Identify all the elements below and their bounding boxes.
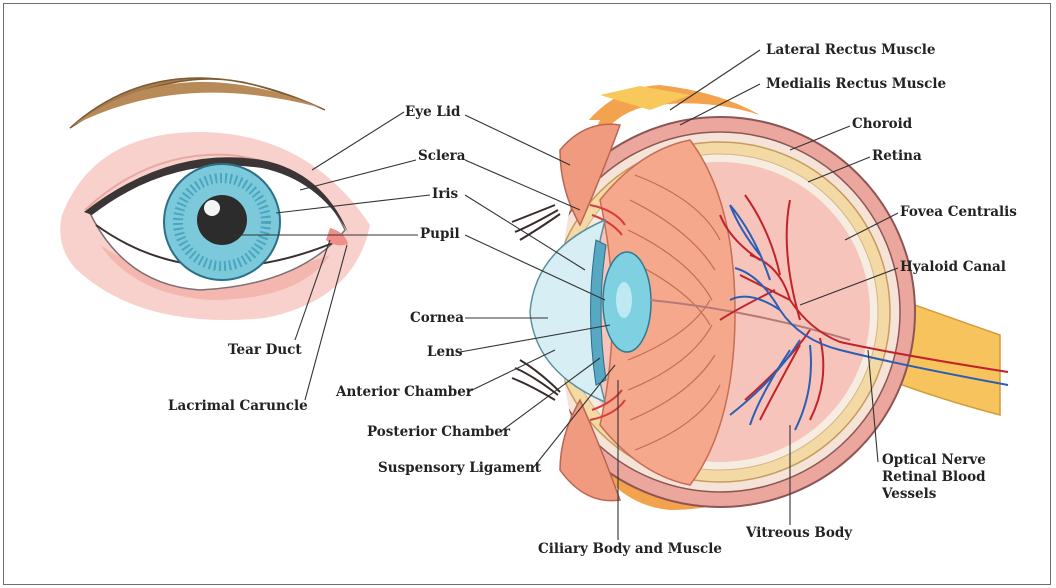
label-fovea-centralis: Fovea Centralis xyxy=(900,204,1017,221)
label-tear-duct: Tear Duct xyxy=(228,342,302,359)
label-posterior-chamber: Posterior Chamber xyxy=(367,424,510,441)
label-vitreous-body: Vitreous Body xyxy=(746,525,852,542)
label-eye-lid: Eye Lid xyxy=(405,104,460,121)
label-optical-nerve: Optical Nerve xyxy=(882,452,992,469)
label-ciliary-body-and-muscle: Ciliary Body and Muscle xyxy=(538,541,722,558)
label-vessels: Vessels xyxy=(882,486,992,503)
label-medialis-rectus-muscle: Medialis Rectus Muscle xyxy=(766,76,946,93)
label-retina: Retina xyxy=(872,148,922,165)
label-retinal-blood: Retinal Blood xyxy=(882,469,992,486)
label-optical-nerve-retinal-blood-vessels: Optical Nerve Retinal Blood Vessels xyxy=(882,452,992,503)
label-lens: Lens xyxy=(427,344,463,361)
label-anterior-chamber: Anterior Chamber xyxy=(336,384,473,401)
label-choroid: Choroid xyxy=(852,116,912,133)
label-lateral-rectus-muscle: Lateral Rectus Muscle xyxy=(766,42,935,59)
pupil-external xyxy=(197,195,247,245)
label-sclera: Sclera xyxy=(418,148,466,165)
external-eye xyxy=(60,78,370,320)
label-suspensory-ligament: Suspensory Ligament xyxy=(378,460,541,477)
label-hyaloid-canal: Hyaloid Canal xyxy=(900,259,1006,276)
label-cornea: Cornea xyxy=(410,310,464,327)
label-iris: Iris xyxy=(432,186,458,203)
label-pupil: Pupil xyxy=(420,226,460,243)
label-lacrimal-caruncle: Lacrimal Caruncle xyxy=(168,398,308,415)
eye-cross-section xyxy=(512,85,1008,510)
